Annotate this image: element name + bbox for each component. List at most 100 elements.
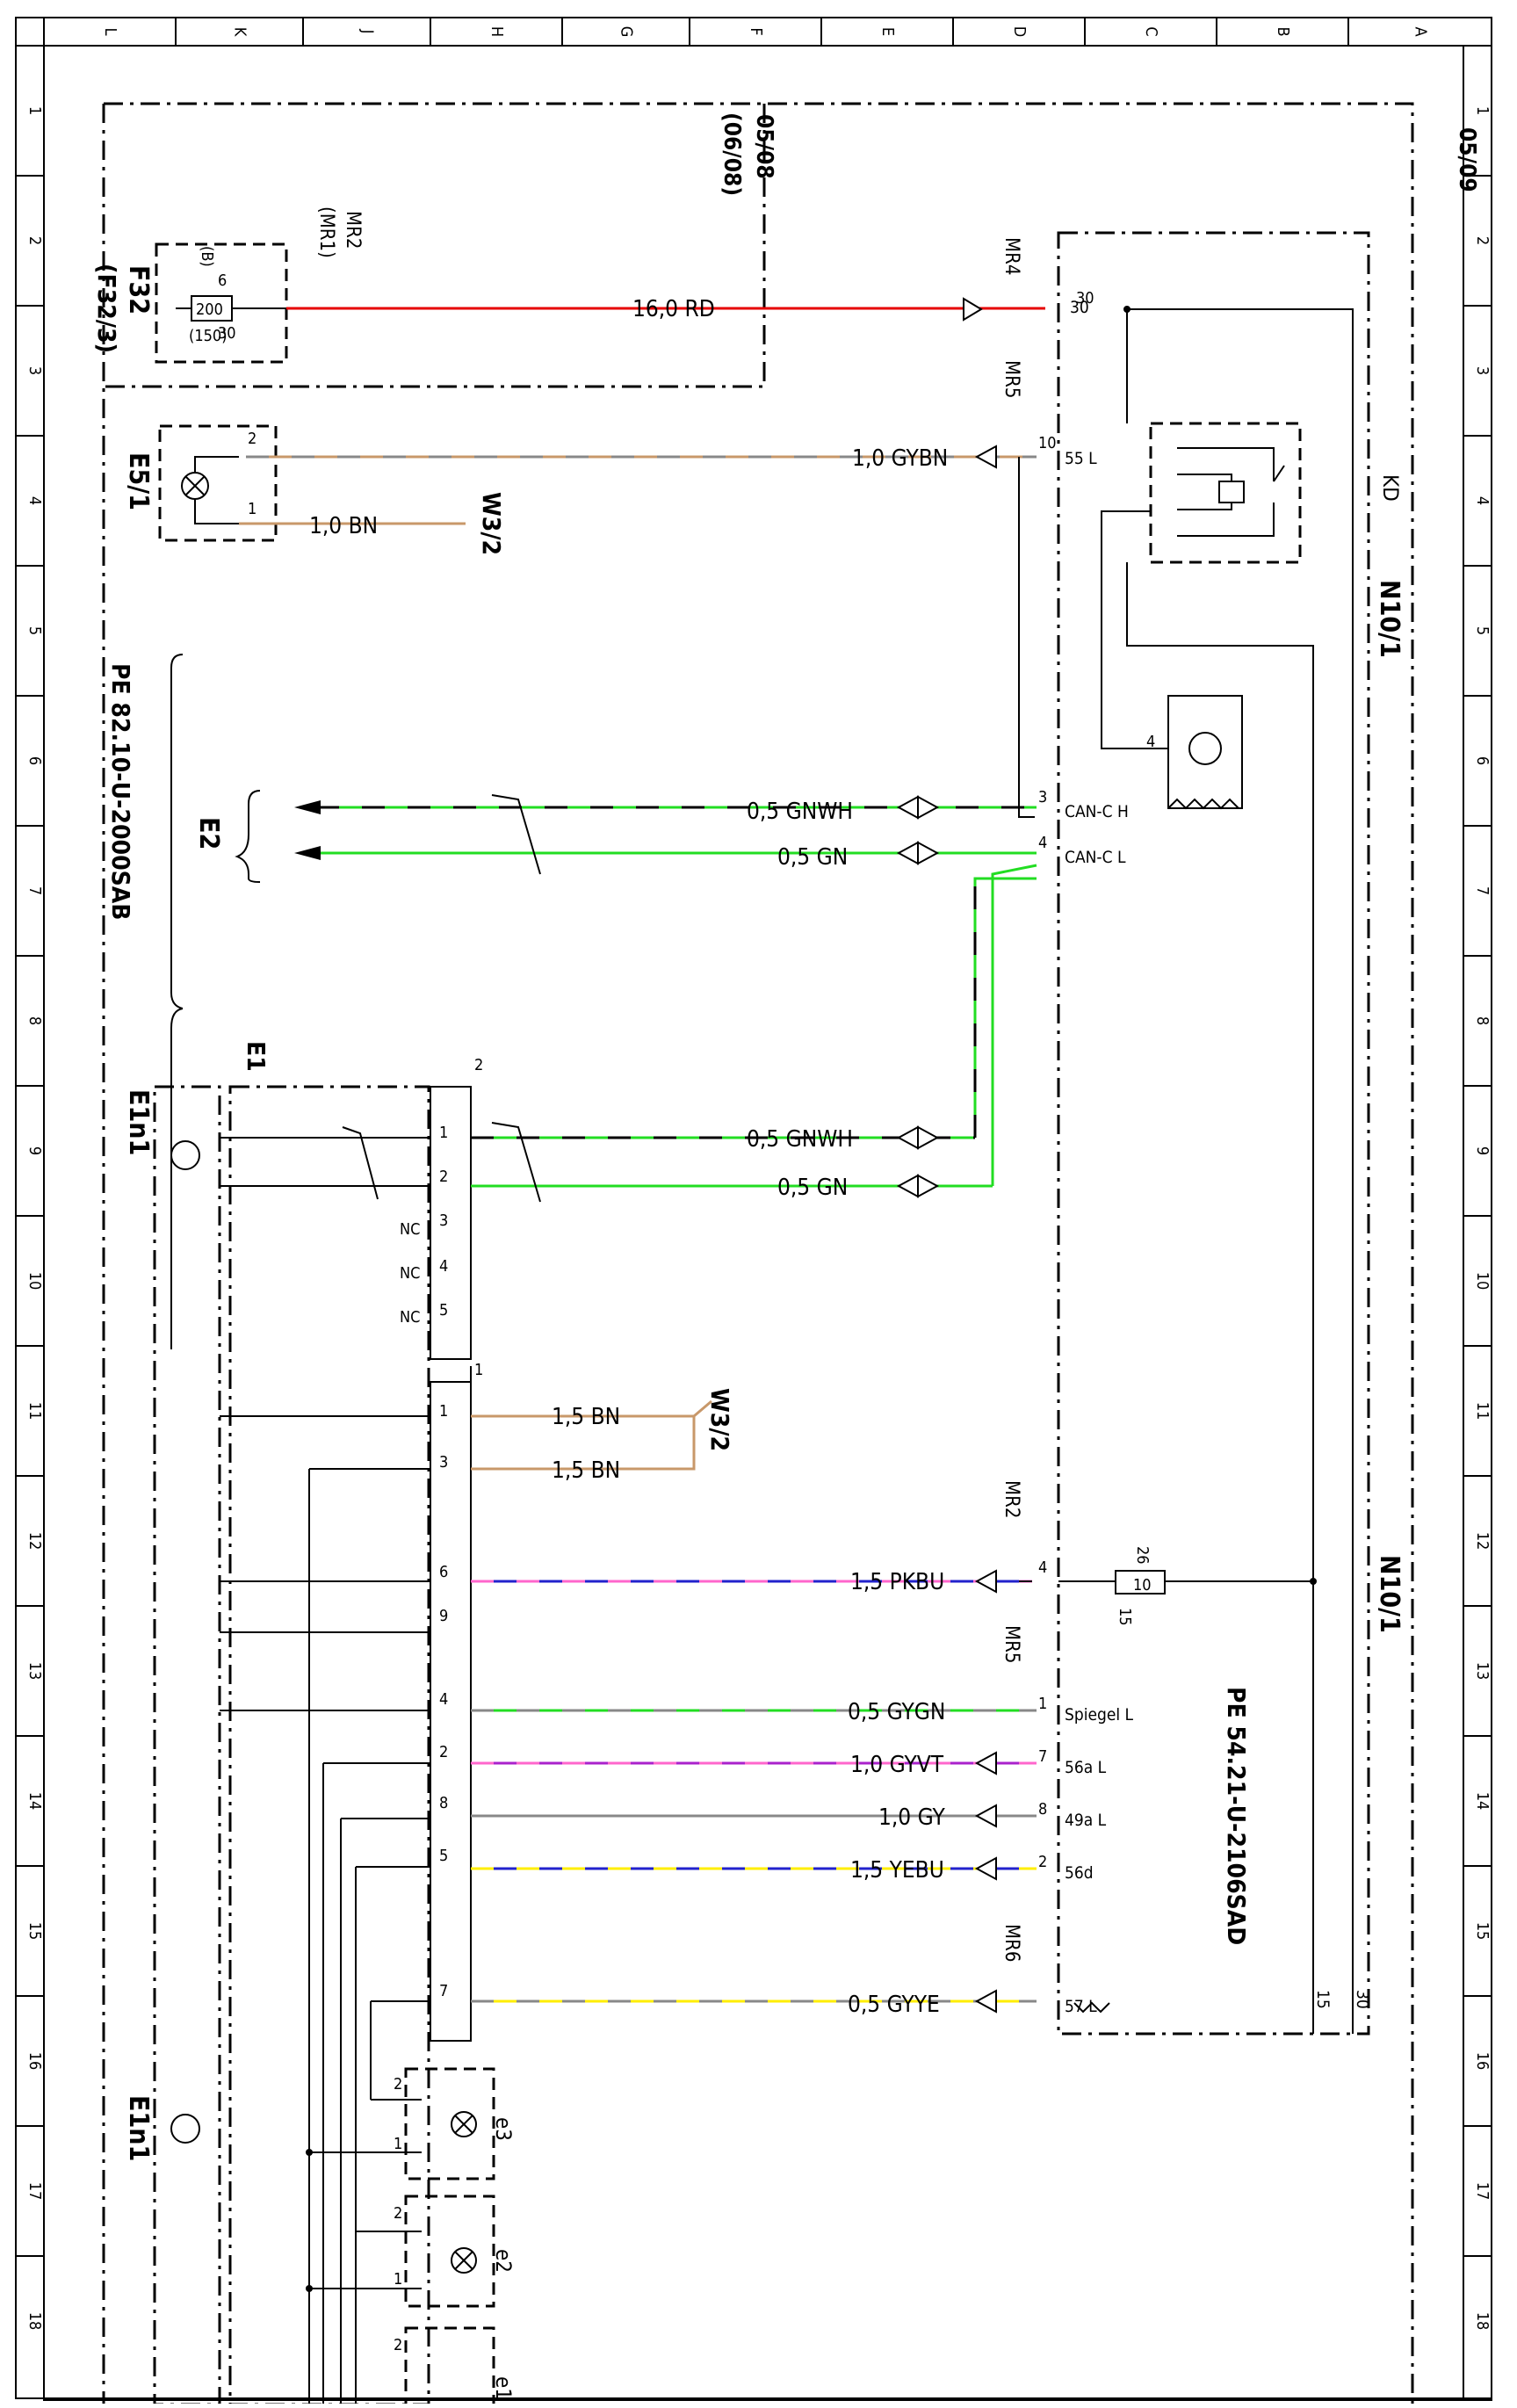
fuse-value-alt: (150): [189, 327, 228, 345]
label-e1: E1: [242, 1041, 271, 1072]
label-mr2: MR2: [1000, 1480, 1022, 1518]
c1-pin-8: 8: [439, 1794, 448, 1812]
bulb-e3-housing: [404, 2067, 495, 2180]
e1-pin-2: 2: [394, 2336, 402, 2354]
label-e3: e3: [491, 2117, 516, 2141]
c2-pin-4: 4: [439, 1257, 448, 1276]
terminal-can-l: CAN-C L: [1065, 848, 1126, 867]
wire-label-gy: 1,0 GY: [878, 1804, 945, 1831]
row-number: 5: [1473, 626, 1492, 635]
row-number: 17: [25, 2182, 44, 2201]
column-letter: L: [101, 27, 119, 35]
pe-ref-can: PE 82.10-U-2000SAB: [106, 663, 135, 920]
connector-symbol-icon: [896, 841, 940, 865]
terminal-30: 30: [1070, 298, 1089, 317]
row-number: 15: [1473, 1922, 1492, 1941]
row-number: 9: [25, 1146, 44, 1155]
label-e2: E2: [193, 817, 224, 850]
c2-pin-3: 3: [439, 1211, 448, 1230]
harness-lines: [220, 1137, 430, 2404]
row-number: 6: [1473, 756, 1492, 765]
ref-05-08: 05/08: [751, 114, 777, 179]
zigzag-break: [1073, 2001, 1110, 2014]
e2-pin-1: 1: [394, 2270, 402, 2289]
label-n10-1-top: N10/1: [1374, 580, 1405, 658]
wire-group: [239, 307, 1045, 2014]
row-number: 1: [25, 106, 44, 115]
fuse-pin-30: 30: [218, 324, 236, 343]
c1-pin-4: 4: [439, 1690, 448, 1709]
row-number: 9: [1473, 1146, 1492, 1155]
pin-4: 4: [1038, 834, 1047, 852]
row-number: 11: [1473, 1402, 1492, 1421]
wire-label-gn-1: 0,5 GN: [777, 844, 848, 871]
label-e1n1-top: E1n1: [123, 1089, 154, 1155]
row-number: 13: [25, 1662, 44, 1681]
c1-pin-2: 2: [439, 1743, 448, 1761]
e2-brace: [170, 654, 184, 1349]
connector-triangle-icon: [963, 297, 983, 322]
connector-symbol-icon: [896, 795, 940, 820]
row-number: 16: [1473, 2052, 1492, 2071]
inner-border: [43, 45, 1492, 2401]
pin-8: 8: [1038, 1800, 1047, 1819]
pin-1: 1: [1038, 1695, 1047, 1713]
connector-triangle-icon: [974, 445, 997, 469]
nc-1: NC: [400, 1220, 420, 1239]
label-e1n1-bottom: E1n1: [123, 2095, 154, 2161]
lamp-pin-4: 4: [1146, 733, 1155, 751]
f32-housing: [155, 242, 288, 364]
e5-1-housing: [158, 424, 278, 542]
wire-label-bn15-a: 1,5 BN: [552, 1404, 620, 1430]
row-number: 17: [1473, 2182, 1492, 2201]
row-number: 2: [1473, 236, 1492, 245]
fuse-pin-15: 15: [1116, 1608, 1134, 1626]
c1-pin-9: 9: [439, 1607, 448, 1625]
row-number: 3: [1473, 366, 1492, 375]
wire-label-gnwh-1: 0,5 GNWH: [747, 799, 853, 825]
terminal-49a: 49a L: [1065, 1811, 1107, 1830]
c2-pin-5: 5: [439, 1301, 448, 1320]
row-number: 14: [25, 1792, 44, 1811]
row-number: 7: [1473, 886, 1492, 895]
label-f32-3: (F32/3): [92, 264, 121, 353]
connector-triangle-icon: [974, 1989, 997, 2014]
row-number: 6: [25, 756, 44, 765]
terminal-30-bottom: 30: [1353, 1990, 1372, 2009]
connector-2-body: [430, 1086, 472, 1360]
wire-label-16rd: 16,0 RD: [632, 296, 715, 322]
c1-header: 1: [474, 1361, 483, 1379]
row-number: 15: [25, 1922, 44, 1941]
terminal-56a: 56a L: [1065, 1758, 1107, 1777]
terminal-15-bottom: 15: [1313, 1990, 1333, 2009]
label-w3-2-mid: W3/2: [705, 1388, 734, 1451]
row-number: 18: [25, 2312, 44, 2331]
e51-pin-2: 2: [248, 430, 256, 448]
e1n1-sensor-bottom: [170, 2114, 200, 2144]
label-mr6: MR6: [1000, 1924, 1022, 1962]
e51-pin-1: 1: [248, 500, 256, 518]
row-number: 7: [25, 886, 44, 895]
terminal-can-h: CAN-C H: [1065, 802, 1129, 821]
fuse-b: (B): [198, 246, 216, 267]
connector-triangle-icon: [974, 1856, 997, 1881]
row-number: 1: [1473, 106, 1492, 115]
fuse-pin-6: 6: [218, 271, 227, 290]
bulb-e3-icon: [451, 2111, 477, 2137]
pin-7: 7: [1038, 1747, 1047, 1766]
e1n1-sensor-top: [170, 1140, 200, 1170]
row-number: 18: [1473, 2312, 1492, 2331]
label-mr5-top: MR5: [1000, 360, 1022, 398]
c2-pin-2: 2: [439, 1168, 448, 1186]
c1-pin-3: 3: [439, 1453, 448, 1472]
terminal-56d: 56d: [1065, 1863, 1094, 1883]
label-f32: F32: [123, 265, 154, 315]
column-letter: E: [878, 27, 897, 36]
connector-1-body: [430, 1381, 472, 2042]
fuse-element: [191, 295, 233, 322]
column-letter: G: [618, 26, 636, 38]
row-number: 12: [25, 1532, 44, 1551]
relay-coil: [1218, 481, 1245, 503]
column-letter: D: [1010, 26, 1029, 37]
